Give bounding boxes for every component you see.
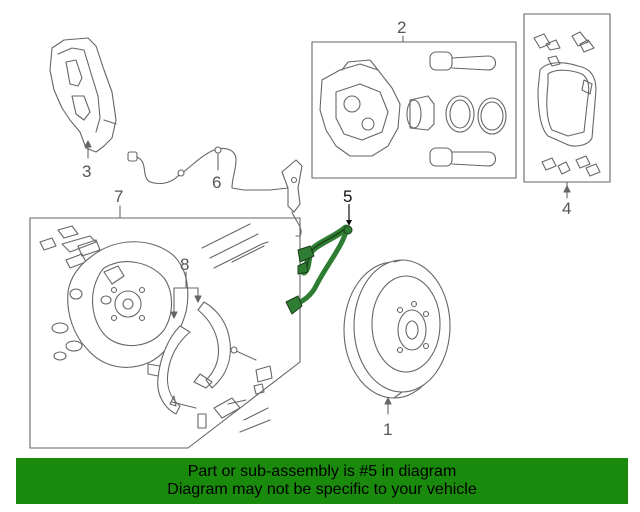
caliper-assembly-box	[311, 35, 517, 179]
callout-7: 7	[114, 187, 123, 206]
callout-4: 4	[562, 199, 571, 218]
part-info-banner: Part or sub-assembly is #5 in diagram Di…	[16, 458, 628, 504]
callout-2: 2	[397, 18, 406, 37]
caliper-bracket-part	[49, 37, 117, 153]
callout-8: 8	[180, 255, 189, 274]
callout-6: 6	[212, 173, 221, 192]
wheel-speed-sensor-part	[127, 146, 303, 237]
callout-3: 3	[82, 162, 91, 181]
brake-rotor-part	[343, 259, 451, 399]
banner-line-disclaimer: Diagram may not be specific to your vehi…	[167, 481, 477, 498]
brake-pads-box	[523, 13, 611, 191]
parking-brake-assembly-box	[29, 205, 301, 449]
brake-hose-part	[285, 224, 353, 315]
callout-5: 5	[343, 187, 352, 206]
callout-1: 1	[383, 420, 392, 439]
banner-line-part: Part or sub-assembly is #5 in diagram	[187, 463, 457, 480]
